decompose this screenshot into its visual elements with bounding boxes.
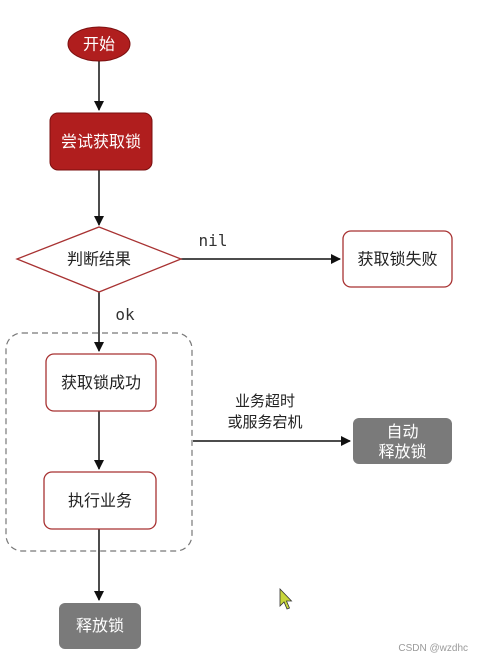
success-node xyxy=(45,353,157,412)
auto-release-node xyxy=(353,418,452,464)
auto-release-line2: 释放锁 xyxy=(378,442,426,461)
judge-diamond xyxy=(15,226,183,293)
start-node xyxy=(67,26,131,62)
nil-label: nil xyxy=(199,231,228,250)
ok-label: ok xyxy=(115,305,135,324)
success-label: 获取锁成功 xyxy=(61,373,141,392)
timeout-label-line2: 或服务宕机 xyxy=(227,413,302,431)
auto-release-line1: 自动 xyxy=(386,422,418,441)
try-lock-node xyxy=(49,112,153,171)
fail-node xyxy=(342,230,453,288)
start-label: 开始 xyxy=(83,35,115,54)
judge-label: 判断结果 xyxy=(67,250,131,269)
try-lock-label: 尝试获取锁 xyxy=(61,132,141,151)
cursor-icon xyxy=(279,588,293,610)
execute-label: 执行业务 xyxy=(68,491,132,510)
watermark: CSDN @wzdhc xyxy=(398,643,468,654)
timeout-label-line1: 业务超时 xyxy=(235,392,295,410)
release-node xyxy=(59,603,141,649)
fail-label: 获取锁失败 xyxy=(357,250,437,269)
release-label: 释放锁 xyxy=(76,616,124,635)
execute-node xyxy=(43,471,157,530)
dashed-group xyxy=(5,332,193,552)
